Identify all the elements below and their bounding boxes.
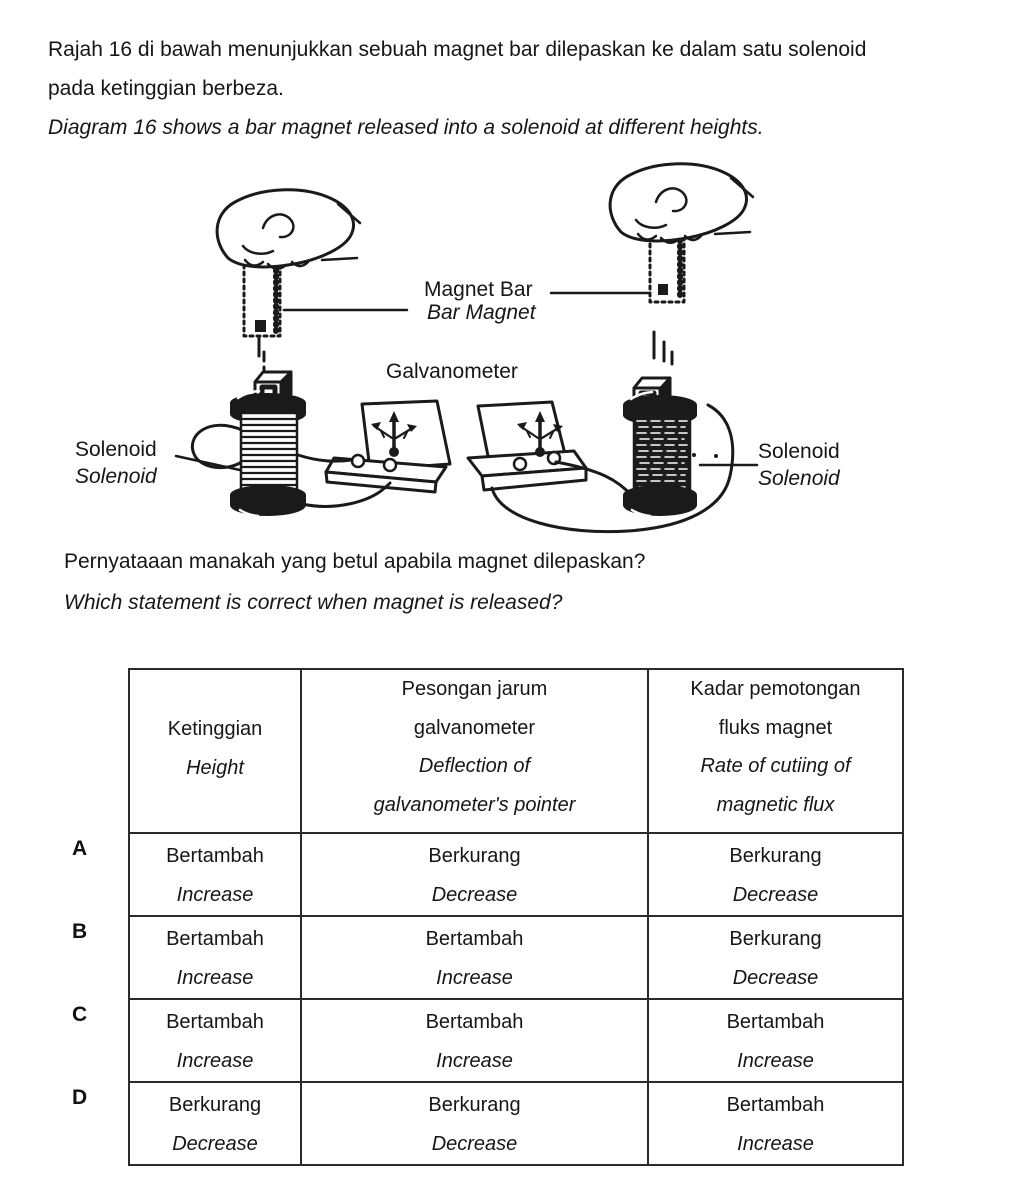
left-galvanometer-icon xyxy=(324,399,452,494)
cell-text-english: Increase xyxy=(176,884,254,906)
option-A-deflection-cell: Berkurang Decrease xyxy=(300,832,649,917)
cell-text-english: Decrease xyxy=(431,884,518,906)
header-col-deflection: Pesongan jarum galvanometer Deflection o… xyxy=(300,668,649,834)
cell-text-malay: Berkurang xyxy=(729,845,822,867)
cell-text-malay: Berkurang xyxy=(428,1094,521,1116)
option-label-B: B xyxy=(72,920,88,943)
left-solenoid-leader xyxy=(174,454,242,472)
cell-text-malay: Berkurang xyxy=(428,845,521,867)
header-flux-english-1: Rate of cutiing of xyxy=(700,755,851,777)
option-D-flux-cell: Bertambah Increase xyxy=(647,1081,904,1166)
cell-text-english: Increase xyxy=(737,1050,814,1072)
header-height-malay: Ketinggian xyxy=(167,718,263,740)
intro-paragraph: Rajah 16 di bawah menunjukkan sebuah mag… xyxy=(48,30,988,147)
cell-text-malay: Bertambah xyxy=(726,1094,825,1116)
cell-text-malay: Bertambah xyxy=(166,1011,264,1033)
option-row-D: Berkurang Decrease Berkurang Decrease Be… xyxy=(128,1081,904,1166)
header-col-height: Ketinggian Height xyxy=(128,668,302,834)
cell-text-malay: Bertambah xyxy=(425,1011,524,1033)
magnet-bar-label-malay: Magnet Bar xyxy=(424,278,533,301)
cell-text-malay: Berkurang xyxy=(168,1094,262,1116)
option-row-B: Bertambah Increase Bertambah Increase Be… xyxy=(128,915,904,1000)
cell-text-english: Increase xyxy=(436,1050,513,1072)
galvanometer-label: Galvanometer xyxy=(386,360,518,383)
header-col-flux: Kadar pemotongan fluks magnet Rate of cu… xyxy=(647,668,904,834)
option-D-deflection-cell: Berkurang Decrease xyxy=(300,1081,649,1166)
option-B-deflection-cell: Bertambah Increase xyxy=(300,915,649,1000)
header-deflection-malay-2: galvanometer xyxy=(413,716,536,739)
left-hand-icon xyxy=(215,188,362,270)
header-deflection-malay-1: Pesongan jarum xyxy=(401,678,548,700)
option-C-flux-cell: Bertambah Increase xyxy=(647,998,904,1083)
question-line-english: Which statement is correct when magnet i… xyxy=(64,591,563,614)
question-text: Pernyataaan manakah yang betul apabila m… xyxy=(64,541,964,623)
option-B-flux-cell: Berkurang Decrease xyxy=(647,915,904,1000)
right-solenoid-leader xyxy=(692,453,759,467)
intro-line-english: Diagram 16 shows a bar magnet released i… xyxy=(48,116,764,139)
option-C-deflection-cell: Bertambah Increase xyxy=(300,998,649,1083)
cell-text-english: Decrease xyxy=(732,967,819,989)
cell-text-malay: Bertambah xyxy=(166,845,264,867)
option-C-height-cell: Bertambah Increase xyxy=(128,998,302,1083)
cell-text-english: Increase xyxy=(737,1133,814,1155)
cell-text-english: Decrease xyxy=(172,1133,258,1155)
option-row-C: Bertambah Increase Bertambah Increase Be… xyxy=(128,998,904,1083)
header-deflection-english-2: galvanometer's pointer xyxy=(373,793,576,816)
cell-text-english: Decrease xyxy=(431,1133,518,1155)
option-label-D: D xyxy=(72,1086,88,1109)
option-label-A: A xyxy=(72,837,88,860)
cell-text-english: Increase xyxy=(176,1050,254,1072)
right-solenoid-label: Solenoid Solenoid xyxy=(758,438,840,492)
answer-options-table: Ketinggian Height Pesongan jarum galvano… xyxy=(128,668,904,1166)
cell-text-malay: Bertambah xyxy=(425,928,524,950)
header-flux-malay-1: Kadar pemotongan xyxy=(690,678,861,700)
header-flux-english-2: magnetic flux xyxy=(716,793,835,816)
right-solenoid-icon xyxy=(623,376,697,518)
cell-text-malay: Bertambah xyxy=(726,1011,825,1033)
header-flux-malay-2: fluks magnet xyxy=(718,716,833,739)
header-deflection-english-1: Deflection of xyxy=(418,755,531,777)
left-solenoid-label: Solenoid Solenoid xyxy=(75,436,157,490)
intro-line-2-malay: pada ketinggian berbeza. xyxy=(48,77,284,100)
option-A-flux-cell: Berkurang Decrease xyxy=(647,832,904,917)
cell-text-english: Increase xyxy=(436,967,513,989)
cell-text-english: Increase xyxy=(176,967,254,989)
cell-text-malay: Berkurang xyxy=(729,928,822,950)
intro-line-1-malay: Rajah 16 di bawah menunjukkan sebuah mag… xyxy=(48,38,867,61)
magnet-bar-label-english: Bar Magnet xyxy=(427,301,536,324)
left-solenoid-label-malay: Solenoid xyxy=(75,438,157,461)
right-wires xyxy=(490,403,735,534)
question-line-malay: Pernyataaan manakah yang betul apabila m… xyxy=(64,550,646,573)
left-wires xyxy=(296,453,392,508)
right-hand-icon xyxy=(608,162,755,244)
option-label-C: C xyxy=(72,1003,88,1026)
left-solenoid-label-english: Solenoid xyxy=(75,465,157,488)
cell-text-malay: Bertambah xyxy=(166,928,264,950)
option-D-height-cell: Berkurang Decrease xyxy=(128,1081,302,1166)
cell-text-english: Decrease xyxy=(732,884,819,906)
option-B-height-cell: Bertambah Increase xyxy=(128,915,302,1000)
option-A-height-cell: Bertambah Increase xyxy=(128,832,302,917)
right-solenoid-label-english: Solenoid xyxy=(758,467,840,490)
left-solenoid-icon xyxy=(190,370,306,518)
option-row-A: Bertambah Increase Berkurang Decrease Be… xyxy=(128,832,904,917)
right-solenoid-label-malay: Solenoid xyxy=(758,440,840,463)
header-height-english: Height xyxy=(186,756,244,779)
